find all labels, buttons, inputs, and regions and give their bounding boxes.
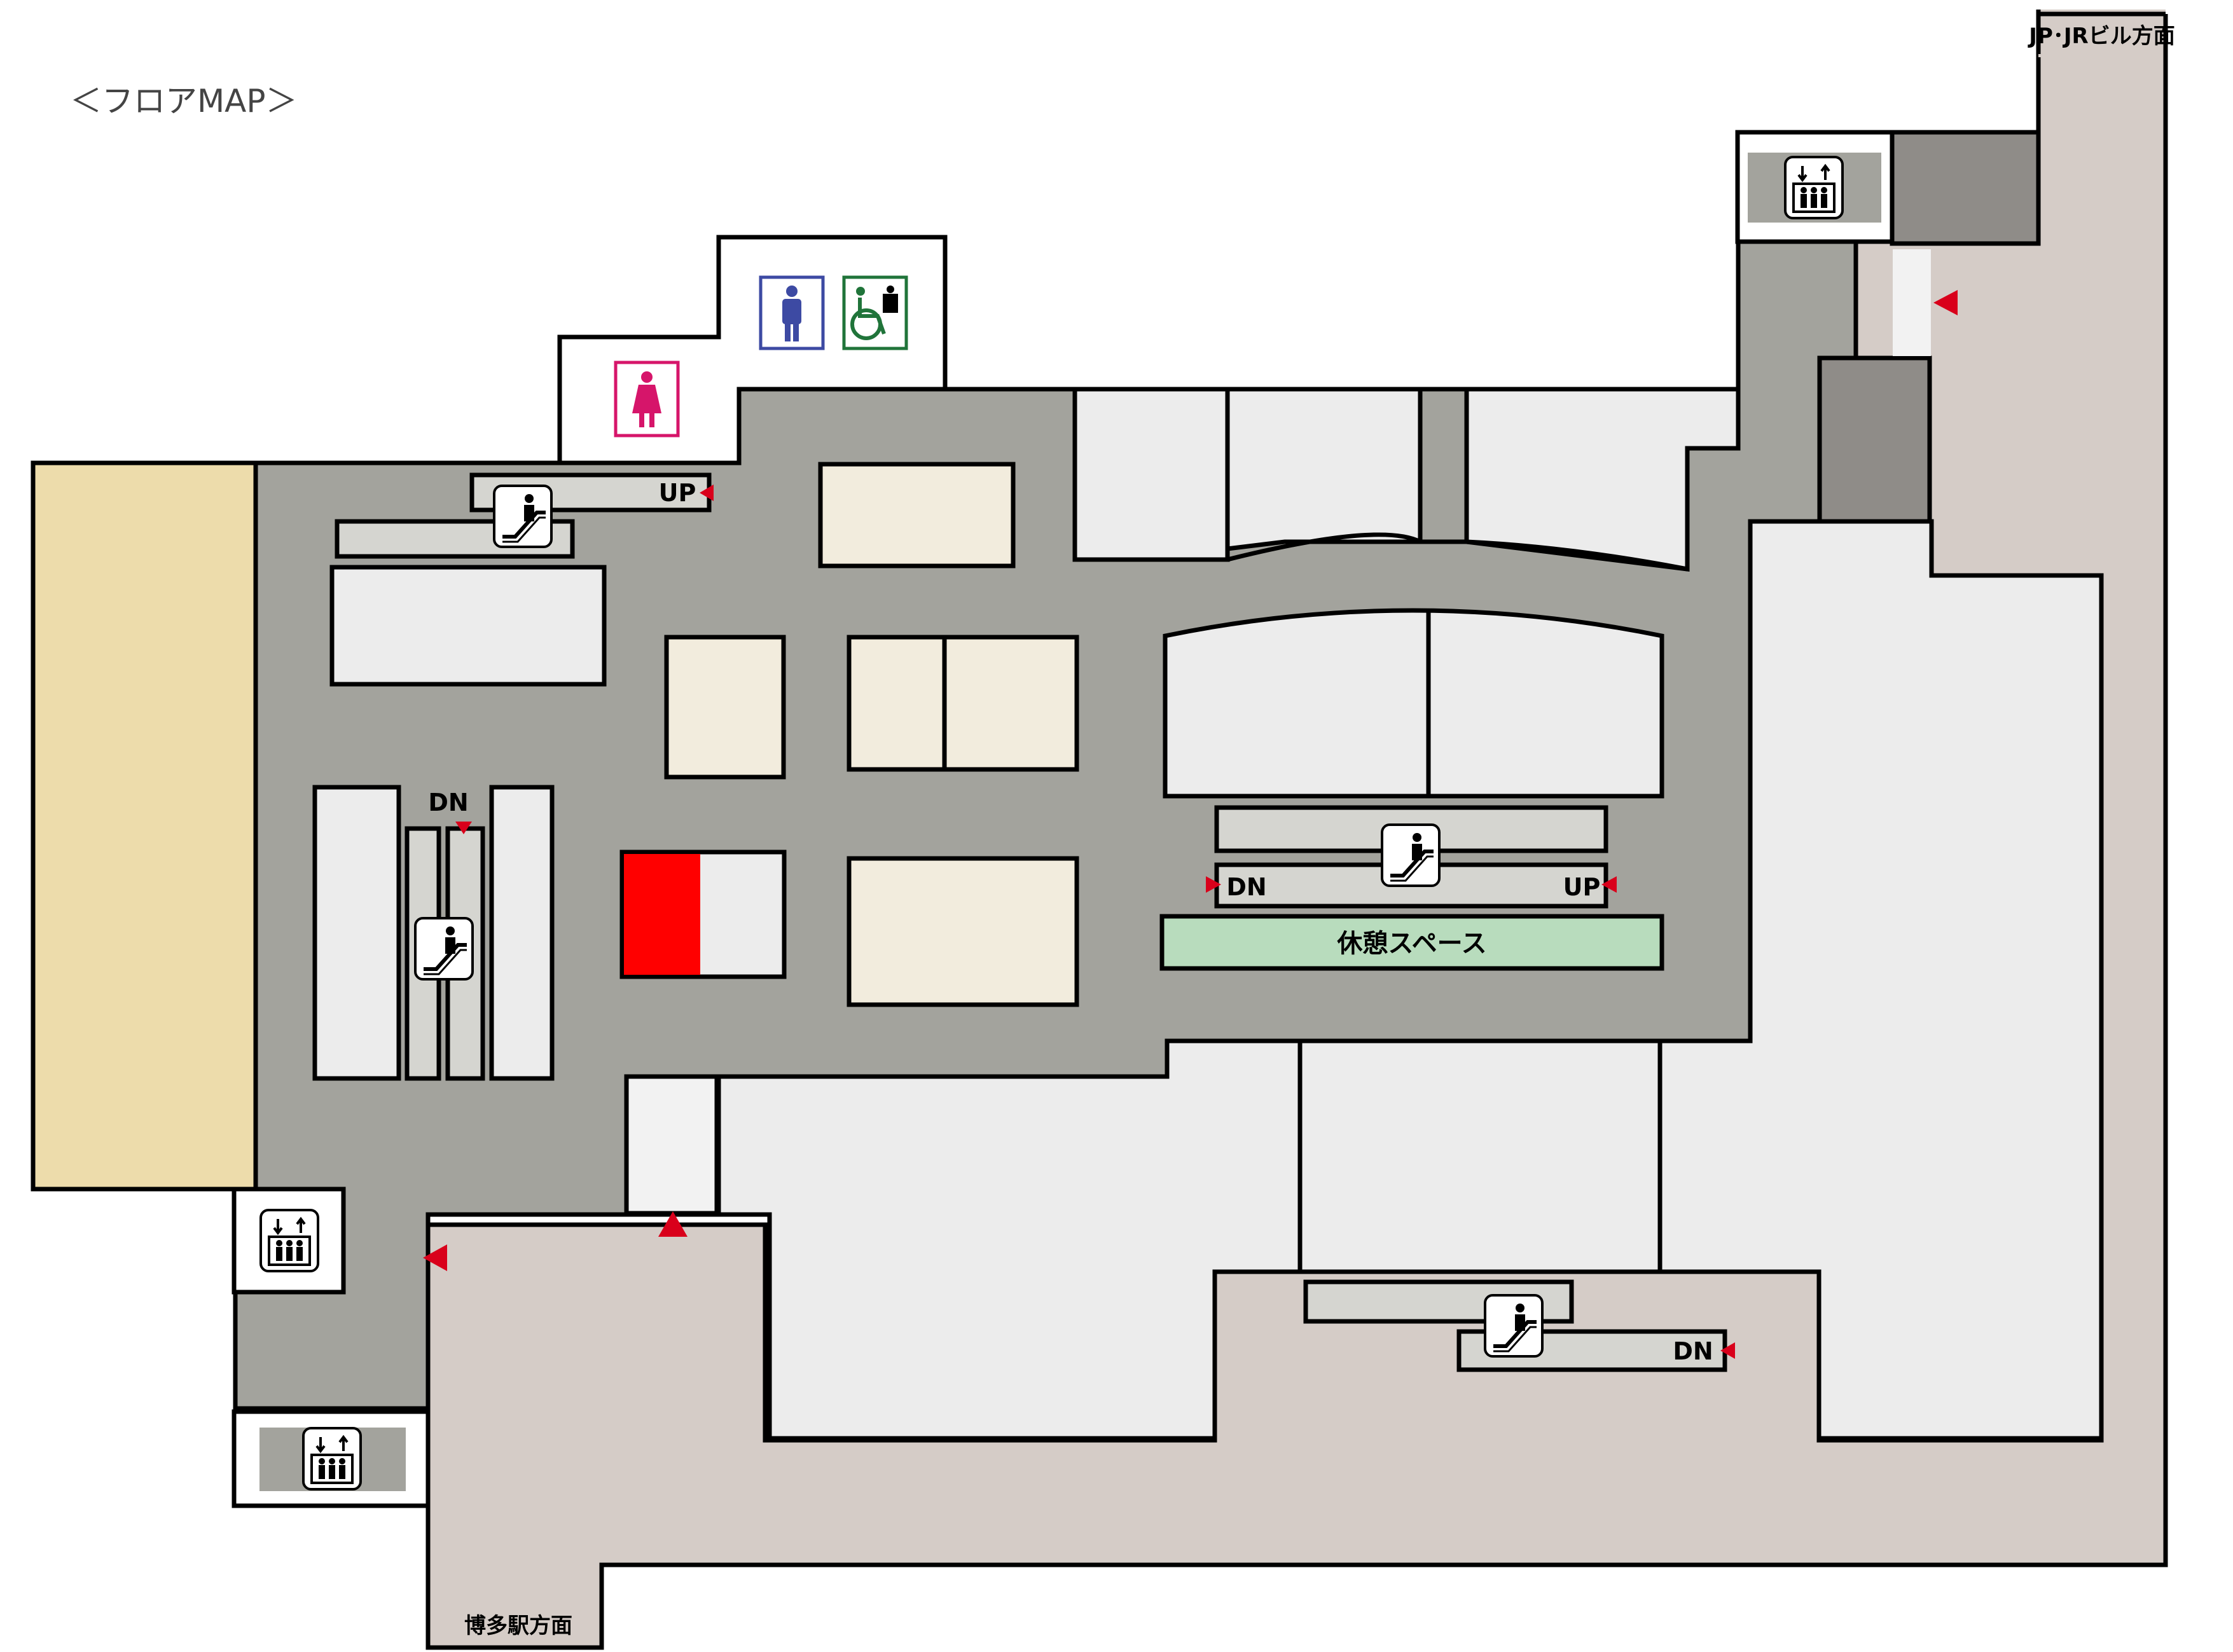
shop-cream [847,635,1079,772]
dark-block [1817,355,1932,545]
exit-label-jp-jr-building: JP･JRビル方面 [2028,24,2174,49]
escalator-upper-left: UP [335,472,714,559]
escalator-dn-label: DN [1673,1337,1713,1365]
escalator-icon [1485,1295,1542,1356]
gateway [1893,249,1931,356]
shop [329,565,607,687]
elevator-icon [1784,156,1844,219]
map-title: ＜フロアMAP＞ [70,83,298,120]
restroom-area [557,235,948,465]
lower-shops [716,1038,1663,1441]
entrance-arrow-icon [1720,1342,1735,1359]
shop-cream [818,462,1016,568]
tan-area [31,460,258,1192]
mens-restroom-icon [759,275,825,350]
escalator-icon [1382,825,1439,886]
entrance-arrow-icon [1206,876,1221,893]
curved-shop [1163,608,1664,799]
elevator-icon [302,1427,362,1490]
elevator [232,1187,346,1295]
elevator-icon [259,1209,319,1272]
shop-cream [847,856,1079,1007]
upper-shops [1072,387,1741,572]
entrance-arrow-icon [1601,876,1617,893]
shop-area [1657,519,2104,1441]
exit-label-hakata-station: 博多駅方面 [464,1613,572,1639]
highlighted-shop [619,850,787,979]
escalator-icon [494,486,551,547]
rest-area: 休憩スペース [1159,914,1664,971]
dark-block [1890,130,2041,246]
escalator-bottom: DN [1303,1279,1735,1372]
entrance-arrow-icon [423,1244,447,1271]
escalator-dn-label: DN [1226,873,1266,901]
escalator-icon [415,918,473,979]
womens-restroom-icon [614,361,680,437]
gateway [624,1074,719,1216]
shop [312,785,401,1081]
escalator-up-label: UP [659,479,696,507]
rest-area-label: 休憩スペース [1336,929,1486,958]
elevator [232,1409,431,1508]
shop-cream [664,635,786,780]
accessible-restroom-icon [842,275,908,350]
entrance-arrow-icon [455,822,472,834]
escalator-dn-label: DN [428,788,468,816]
elevator [1735,130,1895,244]
entrance-arrow-icon [1933,290,1958,315]
escalator-up-label: UP [1563,873,1601,901]
entrance-arrow-icon [700,485,714,501]
escalator-center: DN UP [1206,805,1617,909]
escalator-left: DN [404,788,485,1081]
entrance-arrow-icon [658,1211,688,1237]
shop [489,785,555,1081]
